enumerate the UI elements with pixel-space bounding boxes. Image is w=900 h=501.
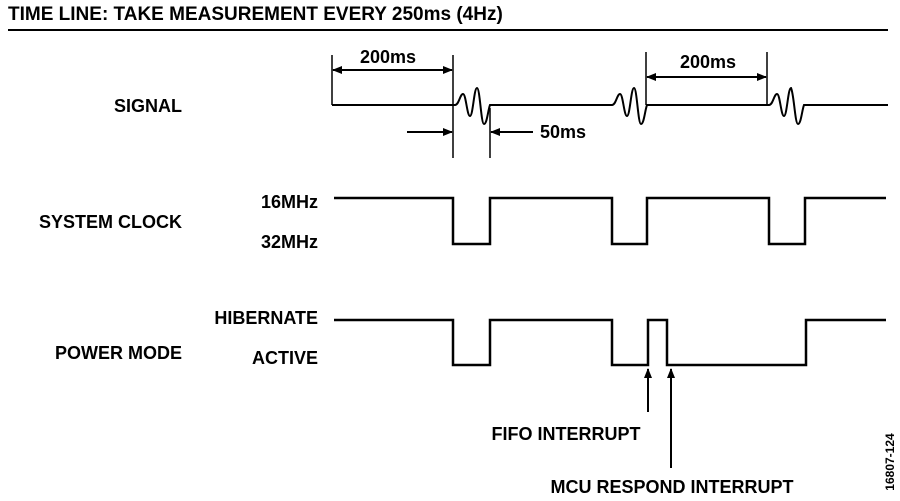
figure-id: 16807-124 — [883, 433, 897, 491]
system-clock-row-label: SYSTEM CLOCK — [39, 212, 182, 232]
burst-width-label: 50ms — [540, 122, 586, 142]
power-mode-waveform — [334, 318, 886, 367]
power-mode-row-label: POWER MODE — [55, 343, 182, 363]
hibernate-level-label: HIBERNATE — [214, 308, 318, 328]
interval-1-label: 200ms — [360, 47, 416, 67]
signal-row-label: SIGNAL — [114, 96, 182, 116]
diagram-title: TIME LINE: TAKE MEASUREMENT EVERY 250ms … — [8, 4, 503, 25]
fifo-interrupt-label: FIFO INTERRUPT — [492, 424, 641, 444]
clock-16mhz-level-label: 16MHz — [261, 192, 318, 212]
system-clock-waveform — [334, 196, 886, 246]
mcu-respond-interrupt-label: MCU RESPOND INTERRUPT — [550, 477, 793, 497]
interval-2-label: 200ms — [680, 52, 736, 72]
active-level-label: ACTIVE — [252, 348, 318, 368]
clock-32mhz-level-label: 32MHz — [261, 232, 318, 252]
signal-waveform — [332, 86, 888, 126]
